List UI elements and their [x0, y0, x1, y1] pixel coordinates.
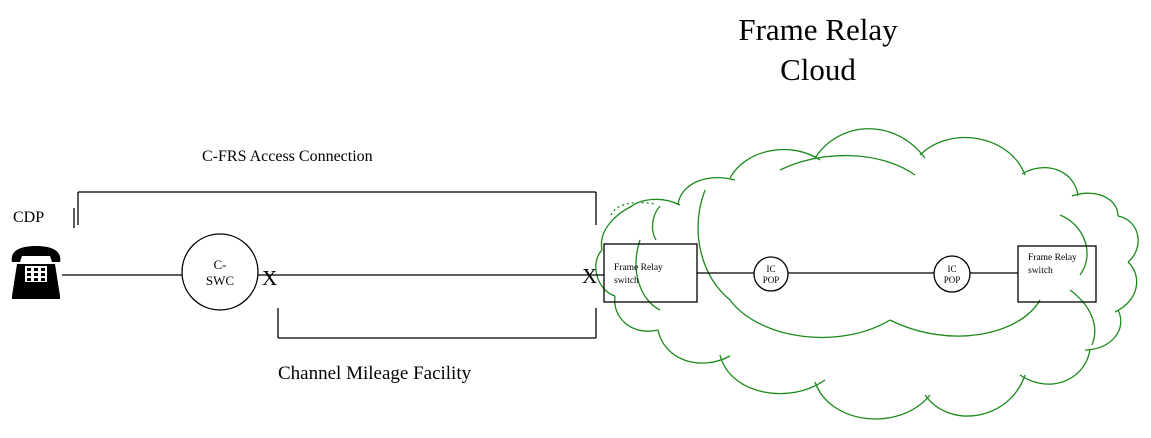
ic-pop-right-line1: IC	[947, 264, 957, 274]
frame-relay-switch-right-box	[1017, 245, 1097, 303]
ic-pop-right-circle	[933, 255, 971, 293]
frame-relay-switch-left-line1: Frame Relay	[614, 263, 663, 273]
channel-mileage-label: Channel Mileage Facility	[278, 363, 472, 384]
cswc-switch-circle	[181, 233, 259, 311]
x-mark-left: X	[262, 266, 278, 290]
frame-relay-switch-right-line1: Frame Relay	[1028, 253, 1077, 263]
cloud-dotted-segment	[610, 201, 656, 216]
cdp-label: CDP	[13, 209, 45, 226]
telephone-icon	[11, 246, 61, 299]
access-connection-label: C-FRS Access Connection	[202, 148, 373, 165]
ic-pop-left-line2: POP	[762, 275, 780, 285]
x-mark-right: X	[582, 264, 598, 288]
cloud-title-line1: Frame Relay	[738, 12, 898, 47]
ic-pop-left-circle	[753, 256, 789, 292]
cloud-title-line2: Cloud	[780, 52, 856, 87]
frame-relay-switch-right-line2: switch	[1028, 266, 1053, 276]
frame-relay-switch-left-box	[603, 243, 698, 303]
cswc-label-line2: SWC	[205, 273, 235, 288]
ic-pop-left-label: IC POP	[756, 264, 786, 286]
cswc-label: C- SWC	[190, 257, 250, 289]
cloud-title: Frame Relay Cloud	[698, 10, 938, 90]
connection-line	[62, 272, 1018, 276]
ic-pop-left-line1: IC	[766, 264, 776, 274]
ic-pop-right-label: IC POP	[937, 264, 967, 286]
frame-relay-cloud	[595, 128, 1139, 420]
frame-relay-switch-left-line2: switch	[614, 276, 639, 286]
access-connection-bracket	[77, 191, 597, 225]
ic-pop-right-line2: POP	[943, 275, 961, 285]
cswc-label-line1: C-	[213, 257, 227, 272]
frame-relay-switch-right-label: Frame Relay switch	[1028, 252, 1077, 278]
channel-mileage-bracket	[277, 308, 597, 339]
frame-relay-switch-left-label: Frame Relay switch	[614, 262, 663, 288]
